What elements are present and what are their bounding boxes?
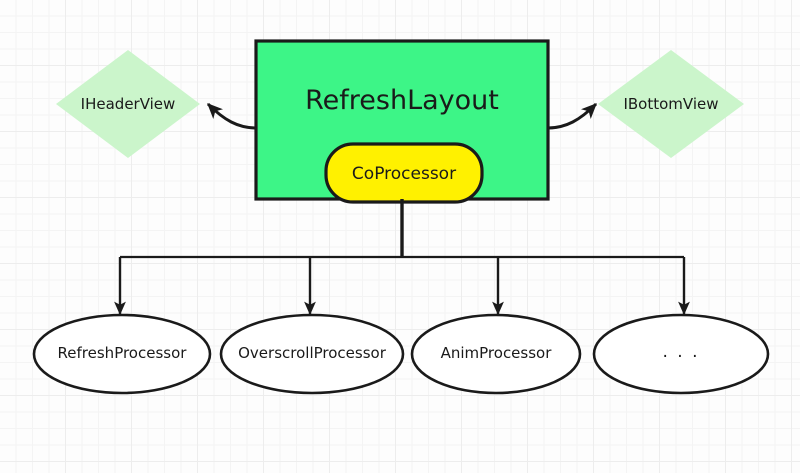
interface-node-iheaderview-shape[interactable]	[56, 50, 200, 158]
coprocessor-label: CoProcessor	[351, 164, 457, 184]
interface-label-iheaderview: IHeaderView	[80, 95, 176, 113]
processor-node-shape[interactable]	[410, 313, 582, 395]
processor-label: AnimProcessor	[440, 344, 552, 362]
processor-label: OverscrollProcessor	[238, 344, 386, 362]
processor-node-shape[interactable]	[32, 313, 212, 395]
processor-node-shape[interactable]	[219, 313, 405, 395]
edge-refreshlayout-to-iheaderview	[206, 102, 257, 130]
edge-refreshlayout-to-ibottomview	[547, 102, 598, 130]
processor-node-shape[interactable]	[592, 313, 770, 395]
processor-label: RefreshProcessor	[57, 344, 187, 362]
interface-label-ibottomview: IBottomView	[623, 95, 719, 113]
interface-node-ibottomview-shape[interactable]	[598, 50, 744, 158]
coprocessor-node-shape[interactable]	[324, 142, 484, 204]
processor-label: . . .	[662, 342, 700, 362]
refreshlayout-label: RefreshLayout	[305, 85, 499, 116]
